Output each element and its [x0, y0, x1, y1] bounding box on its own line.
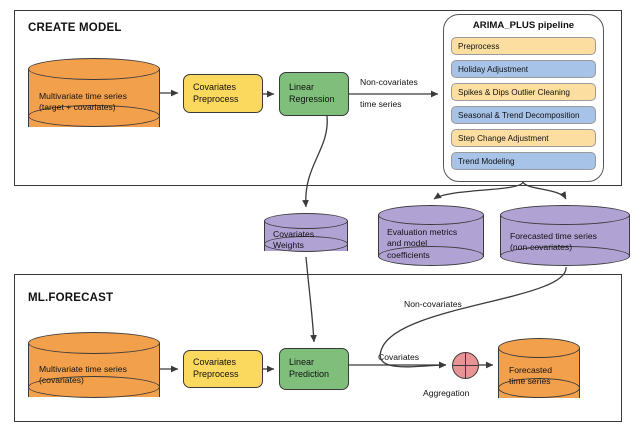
box-label-line1: Covariates	[193, 357, 237, 368]
box-label: Covariates Preprocess	[184, 82, 239, 106]
box-label-line1: Covariates	[193, 81, 237, 92]
panel-title-ml-forecast: ML.FORECAST	[28, 292, 114, 304]
pipeline-step-label: Preprocess	[458, 41, 500, 51]
box-linear-regression[interactable]: Linear Regression	[279, 72, 349, 116]
cylinder-forecasted-time-series-output: Forecasted time series	[498, 338, 580, 408]
box-linear-prediction[interactable]: Linear Prediction	[279, 348, 349, 390]
pipeline-step-label: Spikes & Dips Outlier Cleaning	[458, 87, 570, 97]
pipeline-step-label: Trend Modeling	[458, 156, 515, 166]
cylinder-evaluation-metrics: Evaluation metrics and model coefficient…	[378, 205, 484, 267]
cylinder-source-multivariate-create: Multivariate time series (target + covar…	[28, 58, 160, 138]
cylinder-source-multivariate-forecast: Multivariate time series (covariates)	[28, 332, 160, 408]
cylinder-label-line2: (target + covariates)	[39, 102, 116, 113]
pipeline-step-label: Holiday Adjustment	[458, 64, 529, 74]
cylinder-label-line2: time series	[509, 376, 551, 387]
box-covariates-preprocess-create[interactable]: Covariates Preprocess	[183, 74, 263, 113]
pipeline-step-spikes-dips-outlier-cleaning[interactable]: Spikes & Dips Outlier Cleaning	[451, 83, 596, 101]
cylinder-label-line1: Multivariate time series	[39, 364, 127, 374]
box-label-line1: Linear	[289, 82, 315, 93]
box-label-line2: Preprocess	[193, 369, 239, 379]
aggregation-cross-horizontal	[453, 364, 478, 367]
edge-label-line1: Non-covariates	[360, 77, 418, 87]
panel-title-create-model: CREATE MODEL	[28, 22, 122, 34]
cylinder-covariates-weights: Covariates Weights	[264, 213, 348, 257]
pipeline-step-preprocess[interactable]: Preprocess	[451, 37, 596, 55]
cylinder-label-line1: Covariates	[273, 229, 315, 239]
cylinder-label-line2: (non-covariates)	[510, 242, 573, 253]
pipeline-step-step-change-adjustment[interactable]: Step Change Adjustment	[451, 129, 596, 147]
cylinder-label-line1: Multivariate time series	[39, 91, 127, 101]
edge-label-line2: time series	[360, 99, 402, 109]
edge-label-covariates: Covariates	[378, 352, 420, 362]
cylinder-label-line1: Forecasted	[509, 365, 552, 375]
box-label: Linear Prediction	[280, 357, 329, 381]
cylinder-label-line1: Forecasted time series	[510, 231, 597, 241]
pipeline-step-trend-modeling[interactable]: Trend Modeling	[451, 152, 596, 170]
box-covariates-preprocess-forecast[interactable]: Covariates Preprocess	[183, 350, 263, 388]
pipeline-title: ARIMA_PLUS pipeline	[472, 20, 575, 31]
pipeline-step-seasonal-trend-decomposition[interactable]: Seasonal & Trend Decomposition	[451, 106, 596, 124]
pipeline-step-label: Seasonal & Trend Decomposition	[458, 110, 580, 120]
pipeline-step-label: Step Change Adjustment	[458, 133, 549, 143]
cylinder-forecasted-non-covariates: Forecasted time series (non-covariates)	[500, 205, 630, 267]
cylinder-label-line2: and model	[387, 238, 428, 249]
box-label: Linear Regression	[280, 82, 335, 106]
label-aggregation: Aggregation	[423, 388, 470, 398]
edge-label-non-covariates: Non-covariates	[404, 299, 462, 309]
box-label-line2: Regression	[289, 94, 335, 104]
box-label-line2: Preprocess	[193, 93, 239, 104]
node-aggregation[interactable]	[452, 352, 479, 379]
cylinder-label-line1: Evaluation metrics	[387, 227, 458, 237]
cylinder-label-line2: Weights	[273, 240, 304, 251]
cylinder-label-line3: coefficients	[387, 249, 430, 260]
edge-label-non-covariates-time-series: Non-covariates time series	[360, 66, 440, 110]
box-label-line1: Linear	[289, 357, 315, 368]
box-label-line2: Prediction	[289, 369, 330, 379]
cylinder-label-line2: (covariates)	[39, 375, 84, 386]
pipeline-step-holiday-adjustment[interactable]: Holiday Adjustment	[451, 60, 596, 78]
box-label: Covariates Preprocess	[184, 357, 239, 381]
